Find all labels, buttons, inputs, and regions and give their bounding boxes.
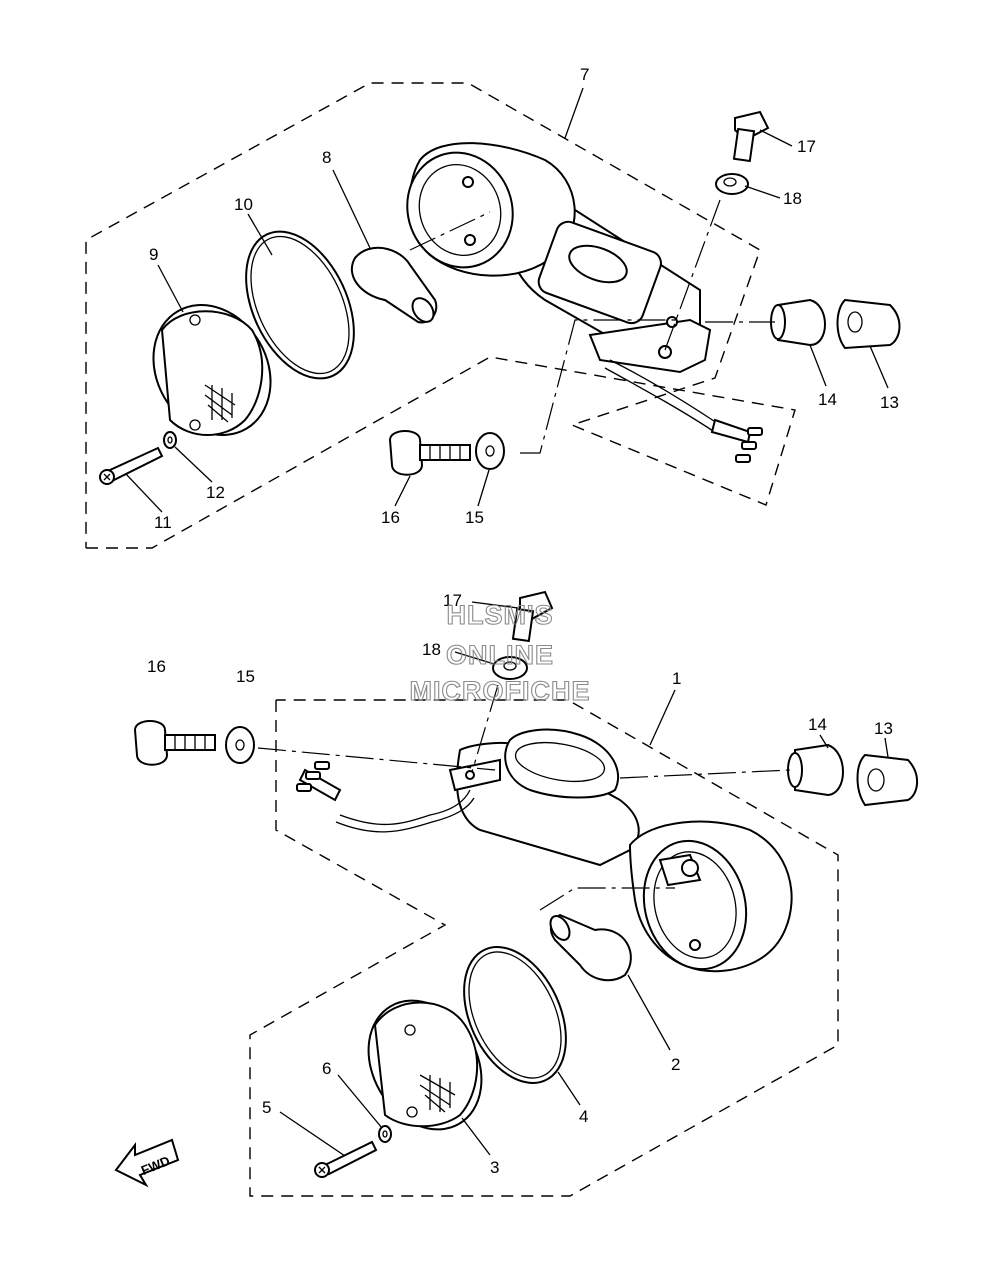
lower-mount-washer	[225, 726, 255, 764]
callout-1-lower: 1	[672, 669, 681, 688]
leader-13-lower	[884, 737, 889, 758]
lower-bolt-axis	[471, 684, 499, 773]
callout-9: 9	[149, 245, 158, 264]
callout-18: 18	[783, 189, 802, 208]
callout-2-lower: 2	[671, 1055, 680, 1074]
leader-13-upper	[869, 345, 889, 389]
leader-18-upper	[744, 185, 781, 199]
upper-wire-harness	[604, 359, 763, 463]
upper-lens	[152, 304, 272, 436]
forward-direction-arrow: FWD	[114, 1138, 180, 1188]
leader-17-lower	[471, 601, 519, 609]
callout-18-lower: 18	[422, 640, 441, 659]
lower-wire-harness	[296, 761, 475, 833]
leader-12-upper	[174, 446, 213, 483]
callout-17: 17	[797, 137, 816, 156]
callout-3-lower: 3	[490, 1158, 499, 1177]
callout-16-lower: 16	[147, 657, 166, 676]
callout-13-lower: 13	[874, 719, 893, 738]
upper-gasket-ring	[245, 230, 355, 380]
callout-10: 10	[234, 195, 253, 214]
upper-flange-bolt	[732, 110, 770, 163]
watermark-line-3: MICROFICHE	[410, 676, 591, 706]
leader-1-lower	[649, 689, 676, 746]
callout-8: 8	[322, 148, 331, 167]
lower-mount-bolt	[133, 720, 216, 766]
leader-11-upper	[125, 473, 163, 513]
lower-flange-bolt	[511, 590, 554, 643]
lower-group-boundary	[249, 699, 839, 1197]
leader-17-upper	[759, 129, 793, 147]
callout-13: 13	[880, 393, 899, 412]
upper-mount-axis	[520, 319, 680, 454]
callout-14-lower: 14	[808, 715, 827, 734]
upper-lens-screw	[99, 446, 164, 485]
leader-7-upper	[564, 87, 584, 139]
callout-7: 7	[580, 65, 589, 84]
upper-nut	[836, 298, 901, 350]
leader-16-upper	[394, 475, 411, 507]
lower-nut	[856, 753, 918, 807]
leader-4-lower	[557, 1071, 581, 1106]
leader-2-lower	[627, 974, 671, 1051]
leader-6-lower	[337, 1074, 383, 1129]
lower-bulb-axis	[539, 887, 675, 911]
lower-grommet	[787, 743, 844, 797]
watermark-line-1: HLSM'S	[447, 600, 554, 630]
upper-collar	[715, 173, 749, 195]
upper-assembly: 7 8 10 9 17 18 14 13 12 11 16 15	[85, 65, 901, 549]
lower-mount-axis	[257, 747, 496, 771]
upper-grommet	[770, 298, 826, 347]
lower-assembly: 17 18 16 15 1 14 13 2 4 6 5 3	[133, 590, 918, 1197]
callout-17-lower: 17	[443, 591, 462, 610]
lower-bulb	[549, 913, 632, 982]
watermark: HLSM'S ONLINE MICROFICHE	[409, 599, 591, 706]
callout-4-lower: 4	[579, 1107, 588, 1126]
upper-group-boundary	[85, 82, 796, 549]
upper-lens-washer	[163, 431, 177, 449]
callout-15-lower: 15	[236, 667, 255, 686]
lower-lens	[367, 999, 483, 1131]
callout-5-lower: 5	[262, 1098, 271, 1117]
callout-15: 15	[465, 508, 484, 527]
lower-housing	[448, 728, 793, 973]
watermark-line-2: ONLINE	[446, 640, 554, 670]
lower-grommet-axis	[619, 769, 791, 779]
lower-gasket-ring	[463, 946, 567, 1084]
upper-axis-line	[409, 211, 491, 251]
upper-bulb	[350, 246, 438, 324]
upper-mount-bolt	[388, 430, 471, 476]
leader-5-lower	[279, 1111, 346, 1157]
callout-14: 14	[818, 390, 837, 409]
leader-9-upper	[157, 264, 184, 313]
callout-16: 16	[381, 508, 400, 527]
lower-collar	[492, 656, 528, 680]
leader-8-upper	[332, 169, 371, 249]
callout-12: 12	[206, 483, 225, 502]
leader-18-lower	[454, 651, 495, 665]
callout-6-lower: 6	[322, 1059, 331, 1078]
leader-10-upper	[247, 213, 273, 256]
upper-housing	[406, 142, 712, 374]
leader-14-lower	[819, 734, 829, 749]
upper-mount-washer	[475, 432, 505, 470]
lower-lens-washer	[378, 1125, 392, 1143]
upper-bolt-axis	[664, 199, 721, 351]
lower-lens-screw	[314, 1140, 378, 1178]
leader-14-upper	[809, 344, 827, 387]
leader-15-upper	[477, 469, 490, 507]
leader-3-lower	[461, 1117, 491, 1156]
callout-11: 11	[154, 513, 172, 532]
